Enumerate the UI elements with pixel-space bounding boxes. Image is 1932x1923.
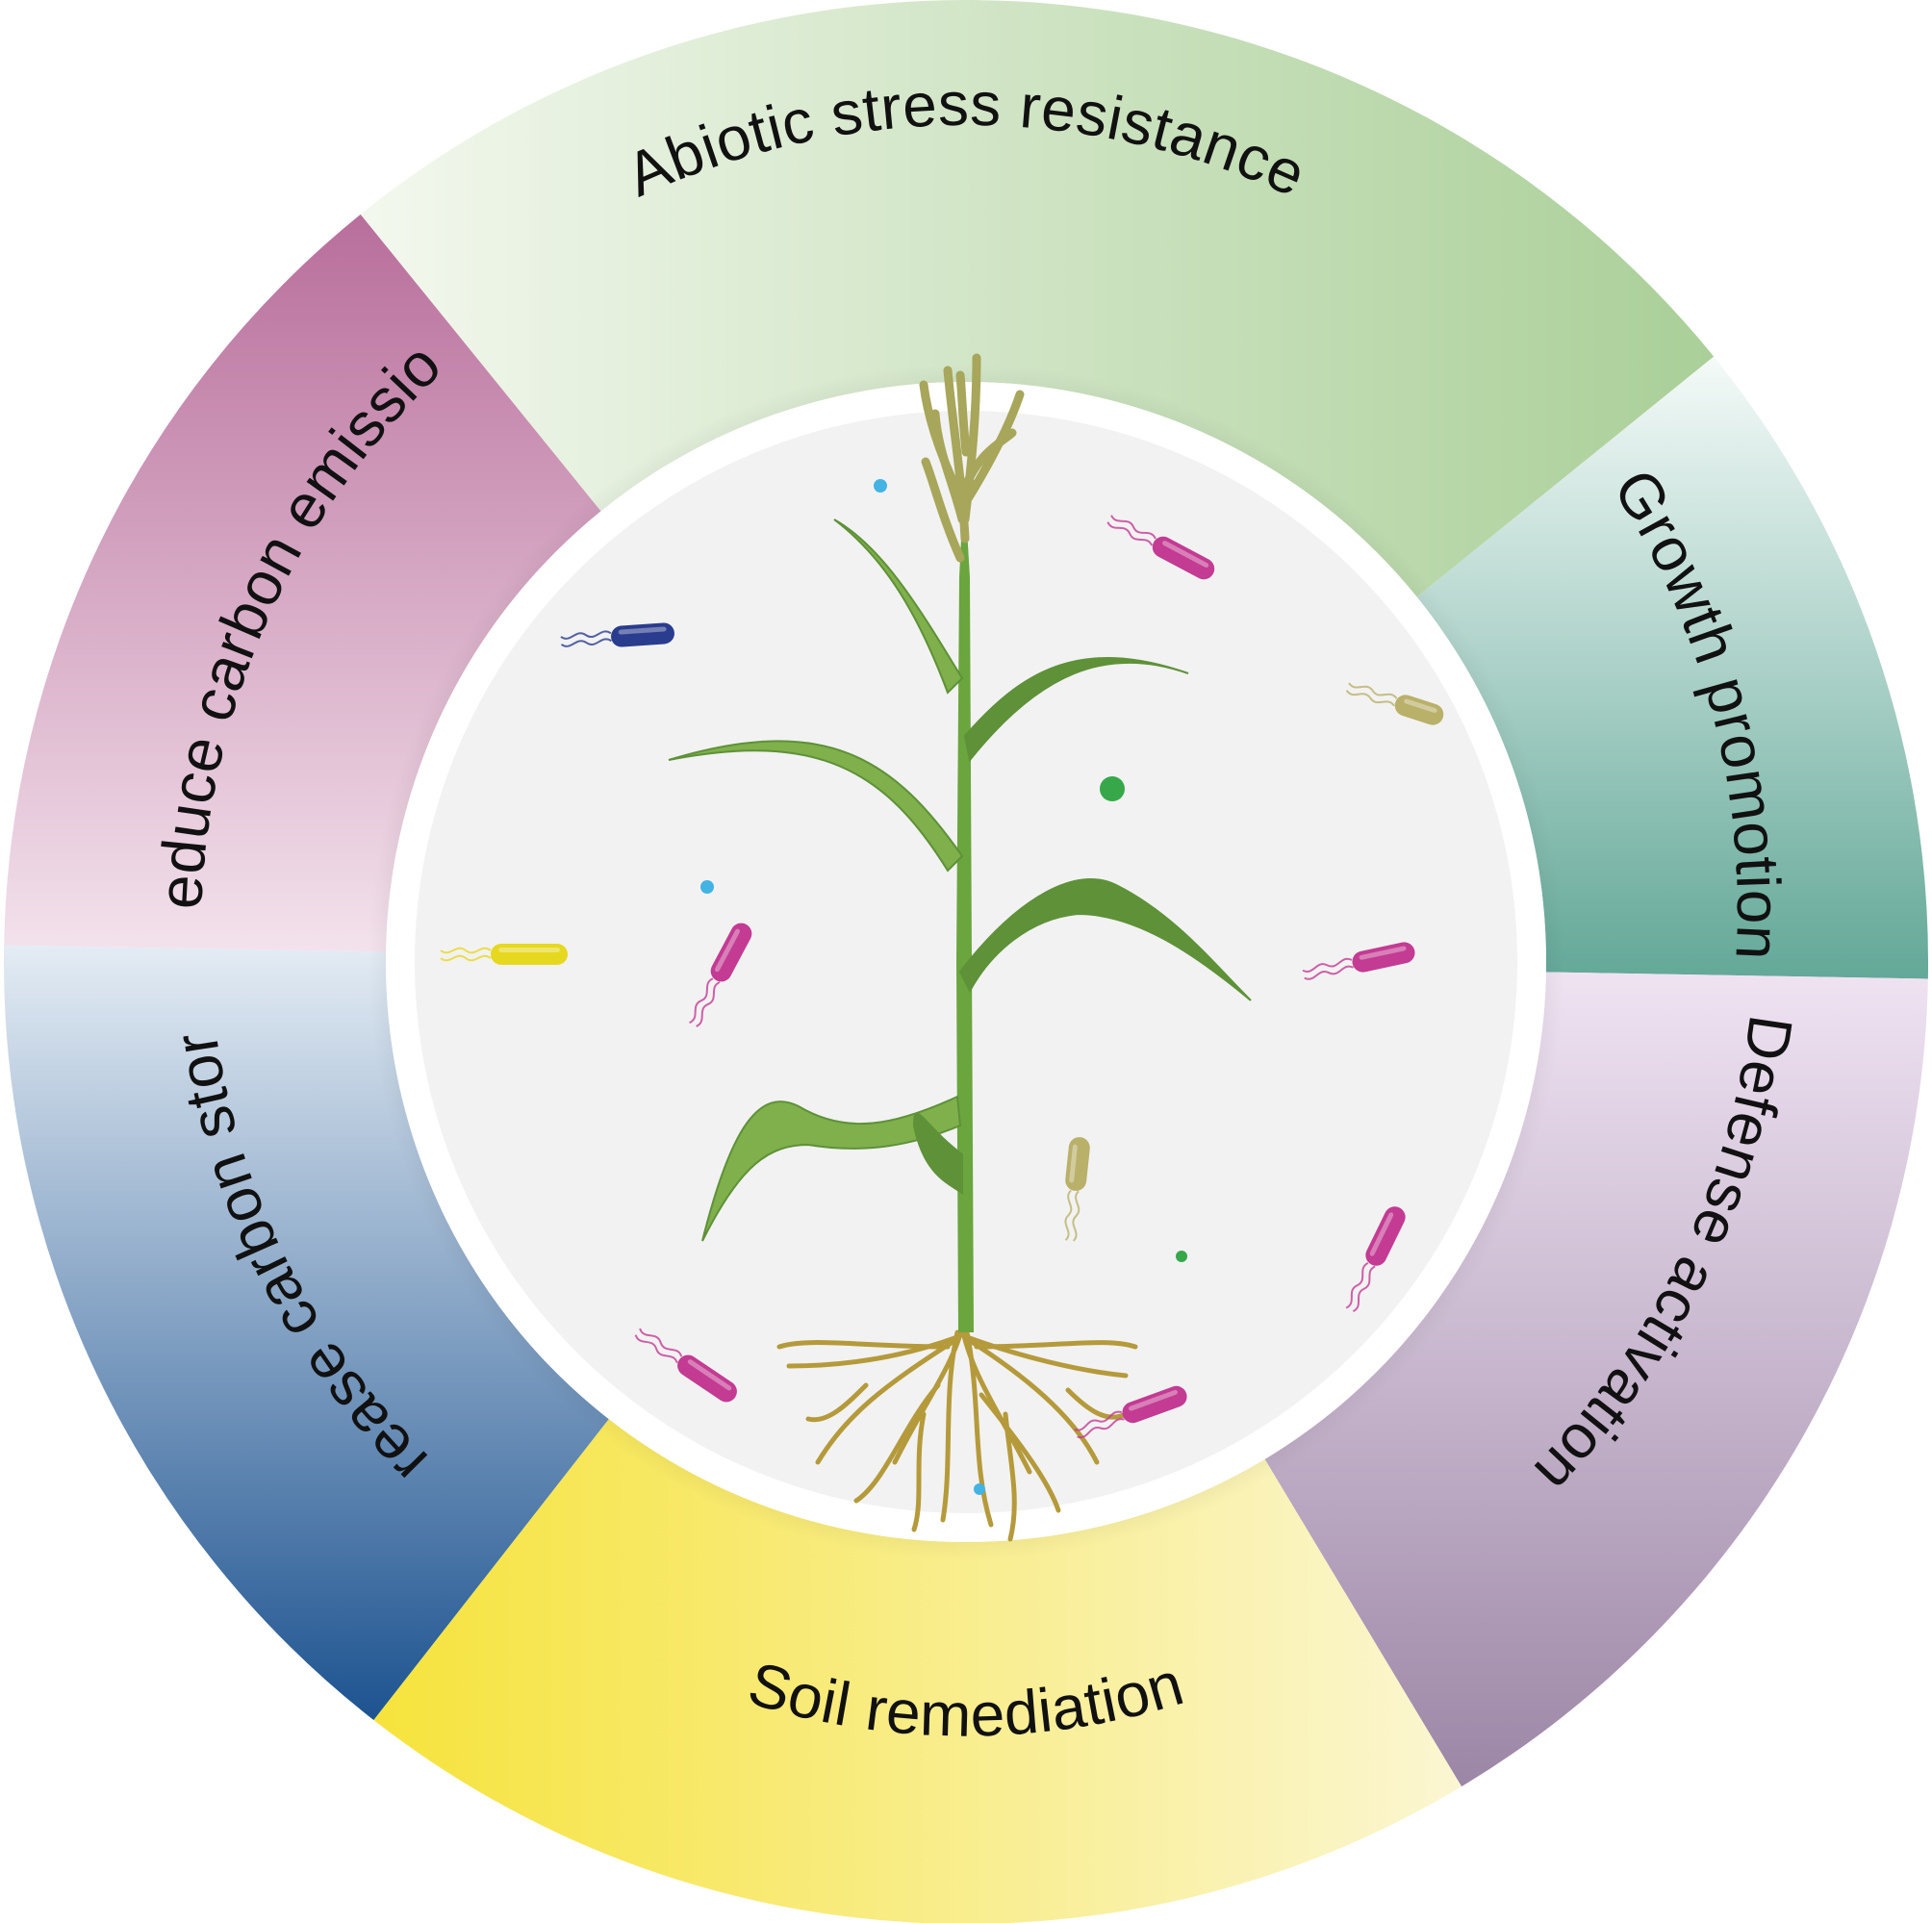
segment-reduce-emission (4, 214, 601, 952)
bacterium-icon (1064, 1137, 1090, 1242)
bacterium-icon (634, 1328, 737, 1403)
bacterium-icon (440, 944, 568, 965)
microbes (440, 479, 1444, 1495)
particle-dot-icon (1176, 1251, 1187, 1262)
segment-increase-storage (4, 945, 609, 1721)
stem (956, 481, 974, 1332)
particle-dot-icon (974, 1483, 985, 1495)
bacterium-icon (689, 923, 752, 1027)
particle-dot-icon (700, 880, 714, 894)
particle-dot-icon (874, 479, 887, 493)
bacterium-icon (560, 622, 674, 647)
bacterium-icon (1106, 515, 1215, 580)
bacterium-icon (1302, 942, 1415, 980)
maize-plant-icon (668, 353, 1252, 1542)
particle-dot-icon (1100, 776, 1125, 801)
segment-soil (373, 1419, 1462, 1923)
outer-ring (4, 0, 1928, 1923)
bacterium-icon (1074, 1385, 1187, 1439)
tassel (919, 353, 1025, 563)
segment-defense (1264, 972, 1928, 1787)
segment-abiotic (360, 0, 1715, 597)
bacterium-icon (1345, 1206, 1406, 1313)
leaves (668, 519, 1252, 1242)
roots (776, 1325, 1138, 1542)
bacterium-icon (1345, 682, 1444, 725)
